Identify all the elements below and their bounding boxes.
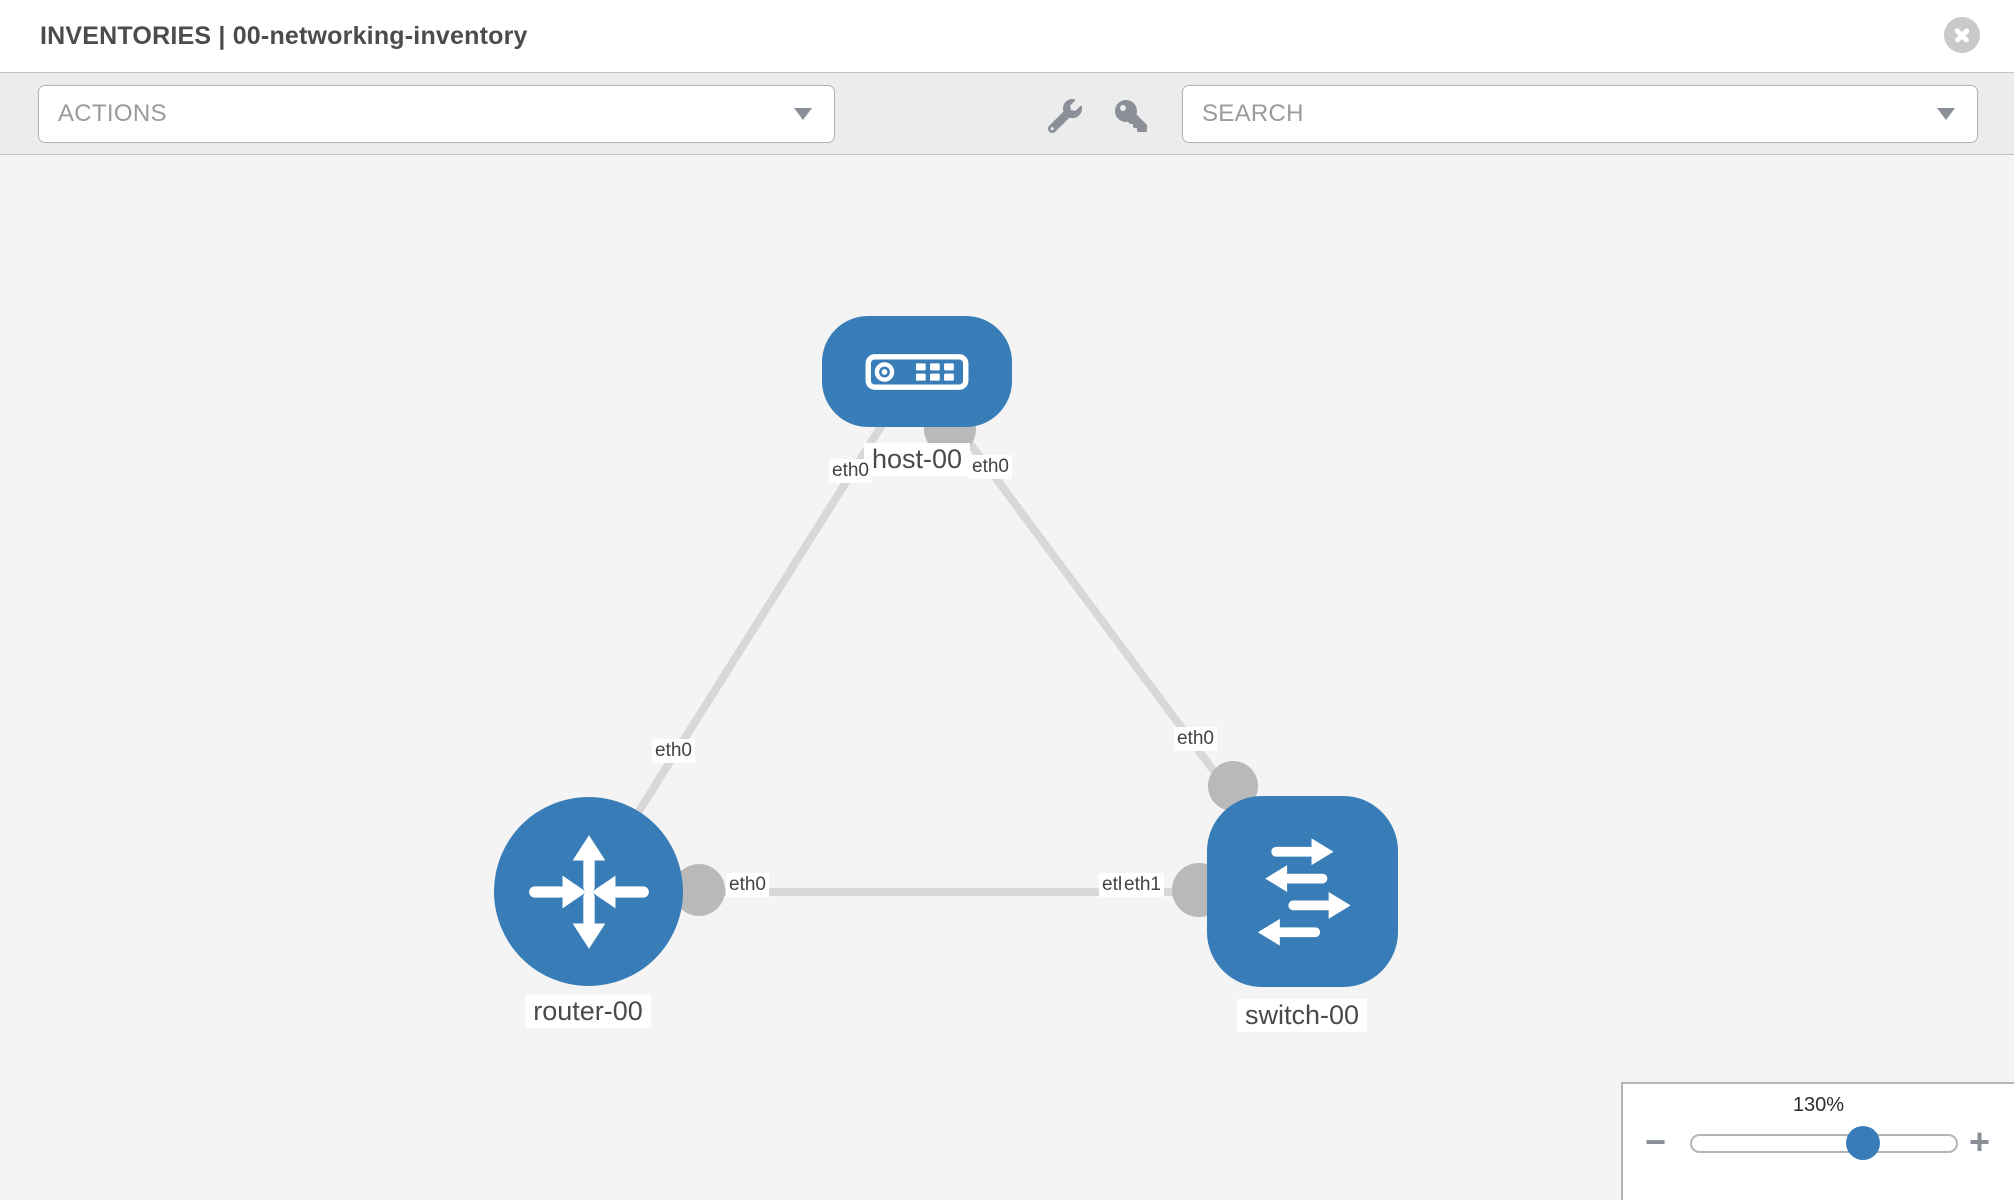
interface-label-router-upper: eth0 <box>652 739 695 763</box>
topology-canvas[interactable]: host-00 router-00 switch-00 eth0 eth0 et… <box>0 155 2014 1200</box>
zoom-slider-track[interactable] <box>1690 1134 1958 1153</box>
zoom-in-button[interactable]: + <box>1969 1121 1991 1162</box>
chevron-down-icon <box>794 108 812 120</box>
node-host-00[interactable] <box>822 316 1012 427</box>
actions-dropdown[interactable]: ACTIONS <box>38 85 835 143</box>
toolbar: ACTIONS SEARCH <box>0 72 2014 155</box>
close-button[interactable] <box>1944 17 1980 53</box>
credentials-key-button[interactable] <box>1109 94 1153 138</box>
configure-tools-button[interactable] <box>1043 94 1087 138</box>
link-router-host[interactable] <box>584 368 920 895</box>
node-label-router: router-00 <box>525 995 651 1028</box>
interface-label-host-right: eth0 <box>969 455 1012 479</box>
zoom-panel: 130% − + <box>1621 1082 2014 1200</box>
node-label-host: host-00 <box>863 443 971 476</box>
switch-icon <box>1257 837 1351 946</box>
zoom-out-button[interactable]: − <box>1645 1121 1667 1162</box>
actions-dropdown-label: ACTIONS <box>58 100 167 127</box>
node-router-00[interactable] <box>494 797 683 986</box>
header: INVENTORIES | 00-networking-inventory <box>0 0 2014 72</box>
interface-label-switch-upper: eth0 <box>1174 727 1217 751</box>
zoom-percent: 130% <box>1792 1094 1845 1116</box>
key-icon <box>1115 100 1147 132</box>
server-icon <box>865 353 969 390</box>
search-dropdown[interactable]: SEARCH <box>1182 85 1978 143</box>
links-layer <box>584 368 1308 896</box>
chevron-down-icon <box>1937 108 1955 120</box>
search-dropdown-label: SEARCH <box>1202 100 1304 127</box>
node-switch-00[interactable] <box>1207 796 1398 987</box>
router-icon <box>528 834 649 949</box>
page-title: INVENTORIES | 00-networking-inventory <box>40 22 528 50</box>
wrench-icon <box>1048 99 1082 133</box>
node-label-switch: switch-00 <box>1236 999 1368 1032</box>
interface-label-switch-left-over: eth1 <box>1121 873 1164 897</box>
interface-label-host-left: eth0 <box>829 459 872 483</box>
interface-label-router-right: eth0 <box>726 873 769 897</box>
zoom-slider-handle[interactable] <box>1846 1126 1880 1160</box>
